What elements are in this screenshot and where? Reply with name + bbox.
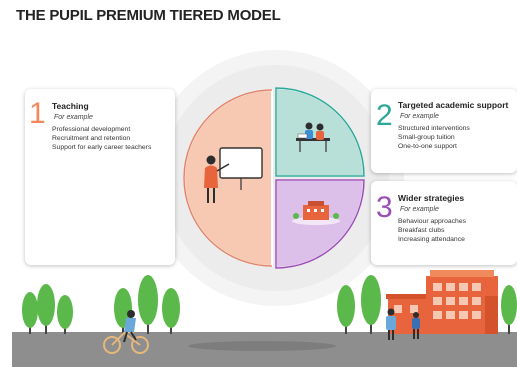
tier1-card: 1 Teaching For example Professional deve… xyxy=(25,89,175,265)
trees-left xyxy=(22,275,180,334)
tier2-title: Targeted academic support xyxy=(398,100,509,110)
page-title: THE PUPIL PREMIUM TIERED MODEL xyxy=(16,7,281,24)
list-item: Structured interventions xyxy=(398,125,470,132)
list-item: Breakfast clubs xyxy=(398,227,445,234)
list-item: Small-group tuition xyxy=(398,134,455,141)
small-group-tuition-icon xyxy=(296,122,330,152)
tier1-list: Professional development Recruitment and… xyxy=(52,125,151,152)
list-item: One-to-one support xyxy=(398,143,457,150)
tier3-list: Behaviour approaches Breakfast clubs Inc… xyxy=(398,217,466,244)
list-item: Professional development xyxy=(52,126,131,133)
tier3-subtitle: For example xyxy=(400,206,439,213)
trees-right xyxy=(337,275,517,334)
list-item: Increasing attendance xyxy=(398,236,465,243)
tier1-outline xyxy=(183,89,273,267)
road-shadow xyxy=(188,341,336,351)
tier1-subtitle: For example xyxy=(54,114,93,121)
tier2-subtitle: For example xyxy=(400,113,439,120)
list-item: Support for early career teachers xyxy=(52,144,152,151)
cyclist-figure xyxy=(103,310,149,354)
tier2-number: 2 xyxy=(376,99,393,132)
tier3-title: Wider strategies xyxy=(398,193,465,203)
tier3-number: 3 xyxy=(376,191,393,224)
tier2-outline xyxy=(275,87,365,177)
teacher-whiteboard-icon xyxy=(204,147,263,203)
parent-and-child-figures xyxy=(386,308,420,340)
tier3-outline xyxy=(275,179,365,269)
tier1-title: Teaching xyxy=(52,101,89,111)
tier3-card: 3 Wider strategies For example Behaviour… xyxy=(371,181,517,265)
list-item: Behaviour approaches xyxy=(398,218,467,225)
school-building xyxy=(386,270,498,334)
tier1-number: 1 xyxy=(29,97,46,130)
tier2-card: 2 Targeted academic support For example … xyxy=(371,89,517,173)
school-scene-icon xyxy=(292,201,340,225)
tier2-list: Structured interventions Small-group tui… xyxy=(398,124,470,151)
list-item: Recruitment and retention xyxy=(52,135,131,142)
